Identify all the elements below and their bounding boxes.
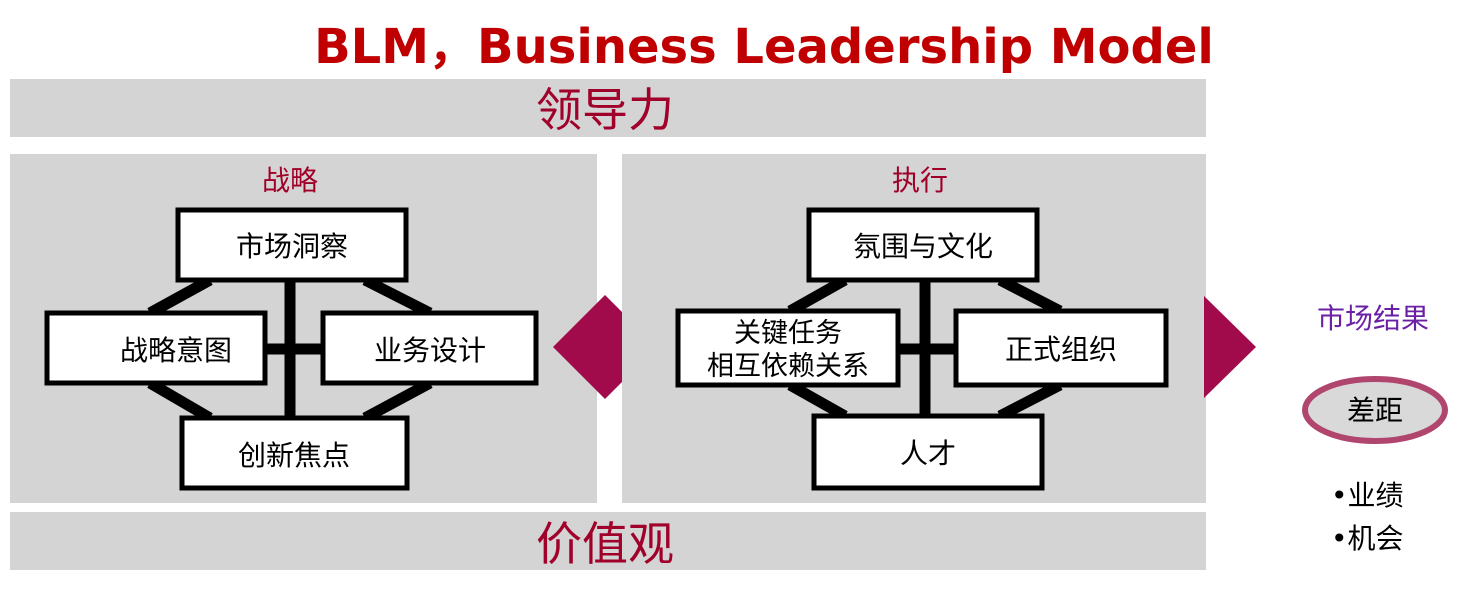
bullet-opportunity: •机会 [1331, 522, 1404, 555]
box-critical-tasks-line1: 关键任务 [734, 318, 842, 349]
box-climate-culture-label: 氛围与文化 [853, 230, 993, 263]
execution-title: 执行 [892, 164, 948, 197]
box-business-design: 业务设计 [320, 310, 539, 386]
box-business-design-label: 业务设计 [374, 334, 486, 367]
box-critical-tasks: 关键任务 相互依赖关系 [675, 308, 901, 388]
box-talent: 人才 [811, 413, 1045, 491]
strategy-title: 战略 [262, 164, 318, 197]
bullet-performance: •业绩 [1331, 479, 1404, 512]
box-innovation-focus-label: 创新焦点 [238, 439, 350, 472]
values-bar [10, 512, 1206, 570]
box-innovation-focus: 创新焦点 [179, 415, 410, 491]
box-strategic-intent: 战略意图 [44, 310, 268, 386]
box-market-insight-label: 市场洞察 [236, 230, 348, 263]
box-talent-label: 人才 [900, 437, 956, 470]
page-title: BLM，Business Leadership Model [314, 19, 1214, 75]
box-market-insight: 市场洞察 [175, 207, 409, 283]
values-label: 价值观 [536, 517, 674, 571]
gap-badge: 差距 [1302, 376, 1448, 444]
market-results-title: 市场结果 [1317, 302, 1429, 335]
strategy-connectors [147, 275, 433, 423]
gap-label: 差距 [1347, 394, 1403, 427]
execution-connectors [787, 275, 1063, 421]
box-climate-culture: 氛围与文化 [806, 207, 1040, 283]
box-critical-tasks-line2: 相互依赖关系 [707, 351, 869, 382]
leadership-label: 领导力 [536, 83, 674, 137]
box-formal-organization: 正式组织 [953, 308, 1169, 388]
leadership-bar [10, 79, 1206, 137]
arrow-to-results [1204, 296, 1256, 398]
box-strategic-intent-label: 战略意图 [120, 334, 232, 367]
box-formal-organization-label: 正式组织 [1005, 333, 1117, 366]
